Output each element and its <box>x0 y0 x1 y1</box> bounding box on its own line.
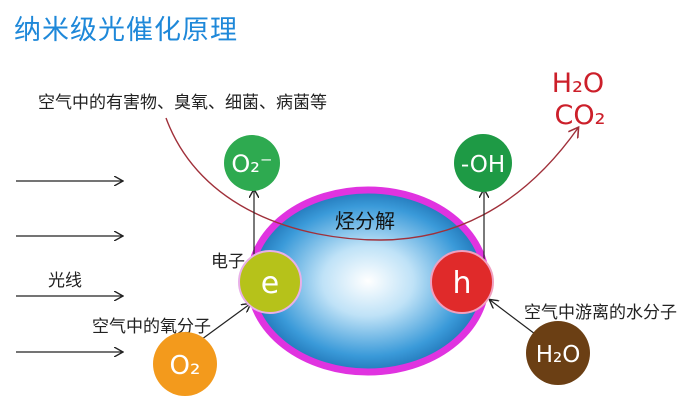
superoxide-node: O₂⁻ <box>224 135 280 191</box>
page-title: 纳米级光催化原理 <box>14 15 238 46</box>
light-label: 光线 <box>48 271 82 291</box>
hole-node: h <box>430 250 494 314</box>
electron-label: 电子 <box>211 252 245 272</box>
oxygen-to-electron-arrow <box>197 304 250 343</box>
superoxide-text: O₂⁻ <box>231 150 272 178</box>
hydroxyl-text: -OH <box>461 152 505 178</box>
oxygen-in-air-label: 空气中的氧分子 <box>92 317 211 337</box>
water-node: H₂O <box>526 321 590 385</box>
hydroxyl-node: -OH <box>454 134 512 192</box>
product-co2: CO₂ <box>555 100 606 131</box>
product-h2o: H₂O <box>552 68 604 99</box>
water-in-air-label: 空气中游离的水分子 <box>524 303 677 323</box>
decompose-label: 烃分解 <box>335 209 395 233</box>
hole-text: h <box>452 266 471 301</box>
electron-text: e <box>261 266 279 301</box>
oxygen-node: O₂ <box>153 332 217 396</box>
water-text: H₂O <box>536 342 581 368</box>
electron-node: e <box>238 250 302 314</box>
pollutants-label: 空气中的有害物、臭氧、细菌、病菌等 <box>38 93 327 113</box>
pollutant-flow-curve <box>165 117 578 241</box>
oxygen-text: O₂ <box>170 351 201 381</box>
